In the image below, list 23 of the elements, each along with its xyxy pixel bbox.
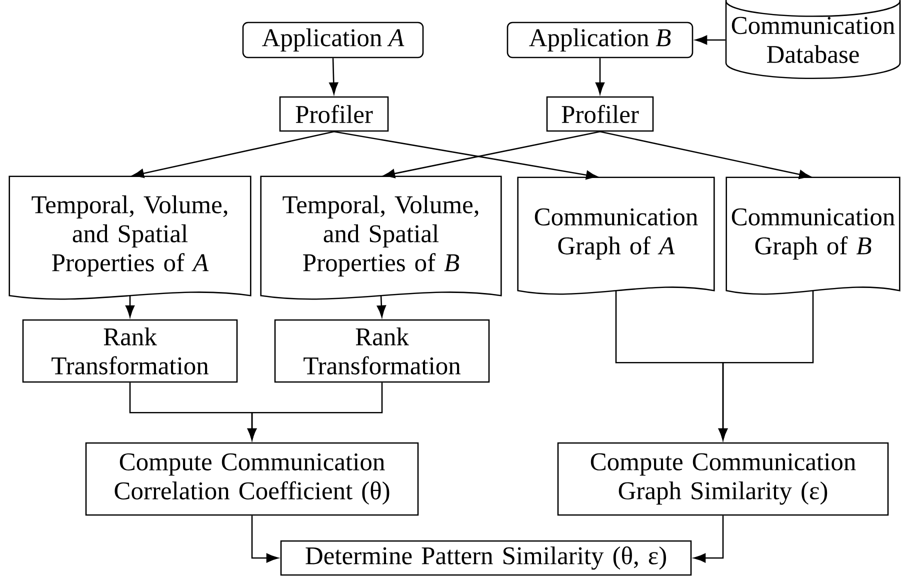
arrow	[600, 131, 811, 179]
process-box: Rank Transformation	[22, 319, 238, 383]
process-box: Profiler	[546, 96, 654, 132]
process-box: Compute Communication Graph Similarity (ε)	[557, 442, 889, 516]
arrow	[329, 58, 338, 94]
arrow	[125, 296, 135, 318]
arrow	[595, 58, 605, 94]
process-box: Determine Pattern Similarity (θ, ε)	[280, 540, 692, 576]
process-box: Profiler	[279, 96, 389, 132]
arrow	[334, 131, 598, 180]
process-box: Rank Transformation	[274, 319, 490, 383]
rounded-box: Application B	[506, 22, 694, 58]
arrow	[695, 35, 726, 45]
arrow	[247, 382, 383, 440]
arrow	[251, 516, 278, 563]
database-cylinder: Communication Database	[725, 0, 901, 79]
arrow	[376, 296, 386, 318]
arrow	[718, 290, 814, 440]
process-box: Compute Communication Correlation Coefficient (θ)	[85, 442, 419, 516]
arrow	[383, 131, 600, 178]
arrow	[132, 131, 334, 178]
arrow	[694, 516, 724, 563]
rounded-box: Application A	[242, 22, 424, 58]
